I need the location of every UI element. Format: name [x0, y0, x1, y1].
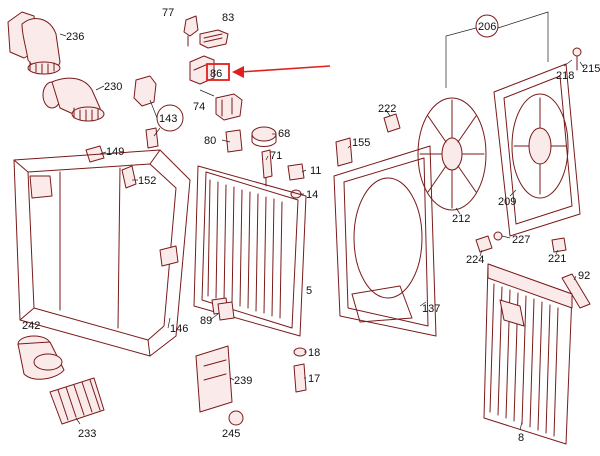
red-arrow: [232, 65, 331, 78]
part-137: [333, 145, 437, 337]
label-146: 146: [170, 323, 188, 335]
label-80: 80: [204, 135, 216, 147]
part-143-group: [133, 75, 184, 149]
label-137: 137: [422, 303, 440, 315]
part-5: [193, 165, 307, 337]
label-5: 5: [306, 285, 312, 297]
part-8: [483, 263, 573, 445]
part-68: [251, 126, 277, 147]
label-68: 68: [278, 128, 290, 140]
label-239: 239: [234, 375, 252, 387]
part-89: [217, 301, 235, 321]
part-224: [475, 235, 493, 253]
part-74: [215, 93, 243, 121]
label-74: 74: [193, 101, 205, 113]
part-227: [493, 231, 503, 241]
label-149: 149: [106, 146, 124, 158]
part-11: [287, 163, 305, 181]
label-206: 206: [478, 21, 496, 33]
label-143: 143: [159, 113, 177, 125]
part-242: [17, 335, 65, 380]
highlight-box: [206, 63, 230, 81]
part-233: [49, 377, 105, 425]
label-215: 215: [582, 63, 600, 75]
part-206-bracket: [445, 11, 549, 88]
part-labels: 236 77 83 206 218 215 230 86 74 222 68 1…: [22, 7, 600, 444]
part-92: [561, 273, 591, 309]
label-8: 8: [518, 432, 524, 444]
label-212: 212: [452, 213, 470, 225]
part-71: [261, 149, 273, 187]
label-77: 77: [162, 7, 174, 19]
part-155: [335, 137, 353, 167]
label-86: 86: [210, 68, 222, 80]
part-77: [183, 15, 199, 47]
leader-lines: [59, 33, 585, 431]
part-209: [493, 63, 581, 237]
part-239: [195, 345, 233, 413]
label-83: 83: [222, 12, 234, 24]
part-80: [225, 129, 243, 153]
label-221: 221: [548, 253, 566, 265]
label-14: 14: [306, 189, 318, 201]
label-242: 242: [22, 320, 40, 332]
label-92: 92: [578, 270, 590, 282]
part-212: [417, 97, 487, 211]
part-146: [13, 149, 191, 357]
part-83: [199, 29, 229, 49]
label-222: 222: [378, 103, 396, 115]
label-18: 18: [308, 347, 320, 359]
label-230: 230: [104, 81, 122, 93]
part-221: [551, 237, 567, 253]
part-17: [293, 363, 307, 393]
label-17: 17: [308, 373, 320, 385]
label-155: 155: [352, 137, 370, 149]
label-245: 245: [222, 428, 240, 440]
label-236: 236: [66, 31, 84, 43]
label-227: 227: [512, 234, 530, 246]
label-224: 224: [466, 254, 484, 266]
part-218: [572, 47, 582, 71]
label-89: 89: [200, 315, 212, 327]
part-245: [228, 410, 244, 426]
label-233: 233: [78, 428, 96, 440]
part-152: [121, 165, 137, 189]
label-209: 209: [498, 196, 516, 208]
label-71: 71: [270, 150, 282, 162]
label-152: 152: [138, 175, 156, 187]
part-86: [189, 55, 215, 85]
label-218: 218: [556, 70, 574, 82]
part-236: [7, 11, 61, 75]
part-222: [383, 113, 401, 133]
part-230: [42, 77, 105, 122]
label-11: 11: [310, 165, 321, 177]
